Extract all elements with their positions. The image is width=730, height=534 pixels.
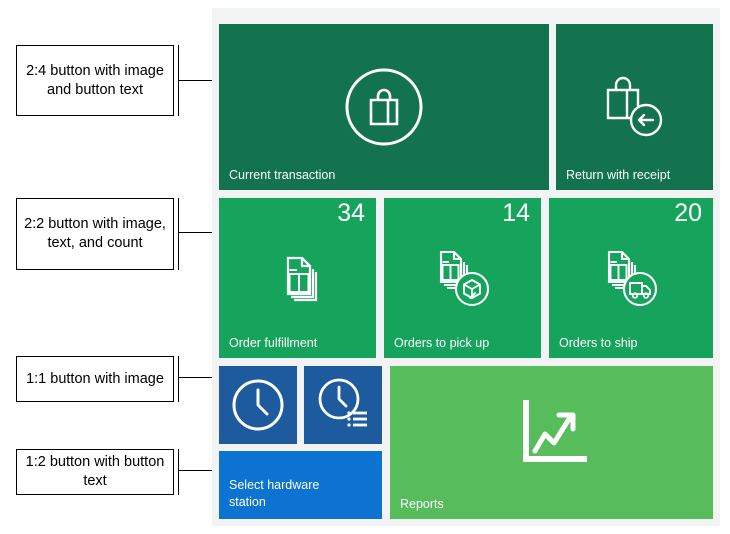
tile-label-reports: Reports [400, 496, 444, 511]
annotation-leader-1x2 [178, 470, 224, 471]
annotation-bracket-1x2 [178, 449, 179, 495]
tile-return-with-receipt[interactable]: Return with receipt [556, 24, 713, 190]
tile-time-clock-entries[interactable] [304, 366, 382, 444]
documents-package-icon [384, 198, 541, 358]
tile-orders-to-ship[interactable]: 20 Orders to ship [549, 198, 713, 358]
documents-truck-icon [549, 198, 713, 358]
annotation-bracket-1x1 [178, 356, 179, 402]
tile-label-current-transaction: Current transaction [229, 167, 336, 182]
annotation-label-1x2: 1:2 button with button text [16, 449, 174, 495]
chart-growth-icon [390, 366, 713, 519]
annotation-bracket-2x2 [178, 198, 179, 270]
tile-orders-to-pick-up[interactable]: 14 Orders to pick up [384, 198, 541, 358]
annotation-leader-2x2 [178, 232, 224, 233]
documents-stack-icon [219, 198, 376, 358]
annotation-leader-1x1 [178, 377, 224, 378]
tile-panel: Current transaction Return with receipt … [212, 8, 720, 526]
annotation-label-1x1: 1:1 button with image [16, 356, 174, 402]
annotation-column: 2:4 button with image and button text 2:… [0, 0, 224, 534]
annotation-label-2x4: 2:4 button with image and button text [16, 45, 174, 116]
tile-time-clock[interactable] [219, 366, 297, 444]
tile-label-orders-to-pick-up: Orders to pick up [394, 335, 490, 350]
tile-label-return-with-receipt: Return with receipt [566, 167, 671, 182]
tile-label-orders-to-ship: Orders to ship [559, 335, 638, 350]
tile-order-fulfillment[interactable]: 34 Order fulfillment [219, 198, 376, 358]
tile-count-orders-to-pick-up: 14 [502, 199, 530, 227]
annotation-leader-2x4 [178, 80, 224, 81]
clock-list-icon [304, 366, 382, 444]
tile-select-hardware-station[interactable]: Select hardware station [219, 451, 382, 519]
shopping-bag-circle-icon [219, 24, 549, 190]
tile-reports[interactable]: Reports [390, 366, 713, 519]
tile-count-orders-to-ship: 20 [674, 199, 702, 227]
tile-label-select-hardware-station: Select hardware station [229, 478, 320, 509]
clock-icon [219, 366, 297, 444]
tile-current-transaction[interactable]: Current transaction [219, 24, 549, 190]
tile-count-order-fulfillment: 34 [337, 199, 365, 227]
annotation-label-2x2: 2:2 button with image, text, and count [16, 198, 174, 270]
shopping-bag-return-icon [556, 24, 713, 190]
tile-label-order-fulfillment: Order fulfillment [229, 335, 318, 350]
